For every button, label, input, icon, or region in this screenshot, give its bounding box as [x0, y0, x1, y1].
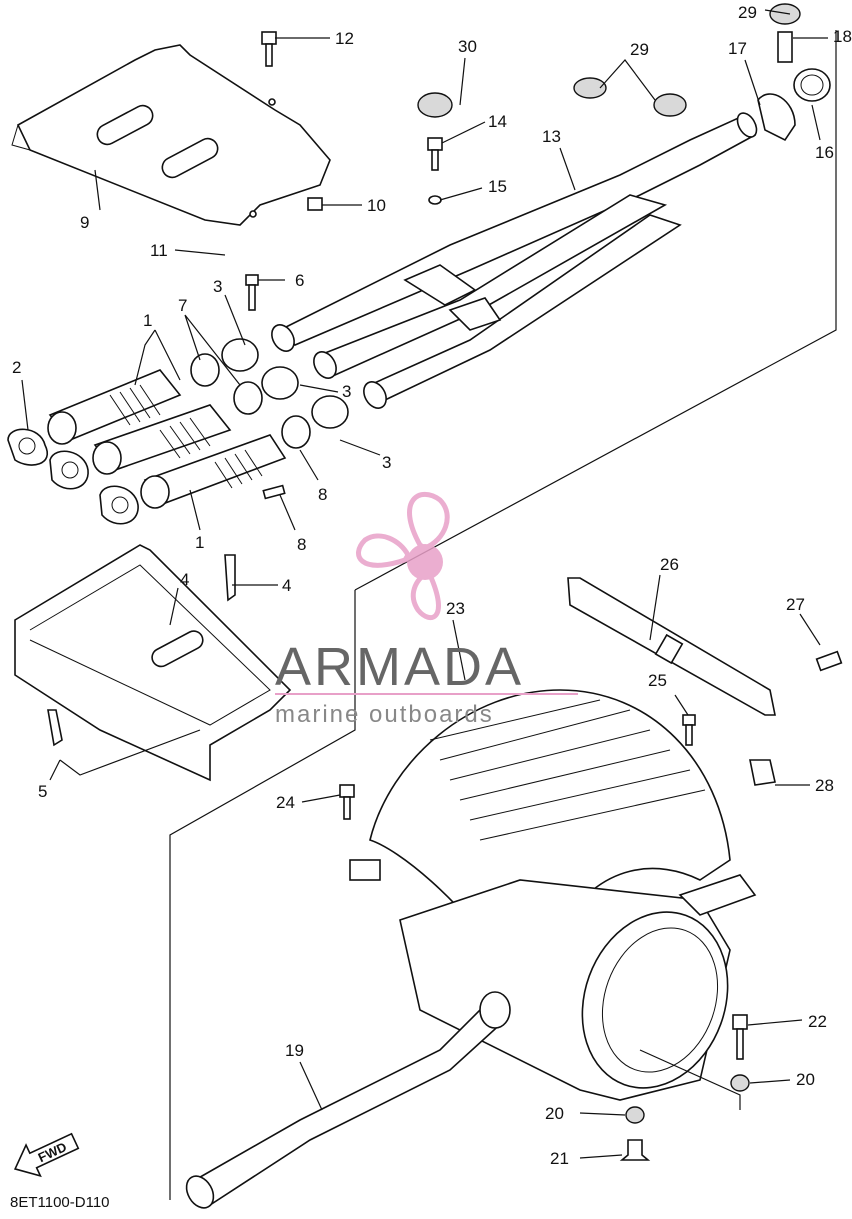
callout-27: 27 — [786, 595, 805, 614]
bolts — [245, 31, 843, 1060]
callout-30: 30 — [458, 37, 477, 56]
callout-15: 15 — [488, 177, 507, 196]
callout-11: 11 — [150, 241, 168, 260]
exhaust-pipe-assembly — [271, 112, 758, 409]
watermark: ARMADA marine outboards — [275, 491, 578, 728]
watermark-brand: ARMADA — [275, 637, 524, 697]
callout-20-b: 20 — [545, 1104, 564, 1123]
fwd-arrow: FWD — [13, 1132, 80, 1178]
callout-1-b: 1 — [195, 533, 204, 552]
diagram-code: 8ET1100-D110 — [10, 1194, 110, 1211]
callout-4-b: 8 — [318, 485, 327, 504]
callout-1-a: 1 — [143, 311, 152, 330]
callout-18: 18 — [833, 27, 852, 46]
muffler-body — [399, 874, 757, 1101]
callout-9: 9 — [80, 213, 89, 232]
callout-28: 28 — [815, 776, 834, 795]
callout-6: 8 — [297, 535, 306, 554]
callout-13: 13 — [542, 127, 561, 146]
callout-20-a: 20 — [796, 1070, 815, 1089]
rubber-caps — [417, 3, 801, 118]
callout-8-a: 4 — [282, 576, 291, 595]
callout-23: 23 — [446, 599, 465, 618]
heat-shield — [11, 44, 331, 226]
callout-19: 19 — [285, 1041, 304, 1060]
frame-lines — [169, 30, 837, 1200]
callout-24: 24 — [276, 793, 295, 812]
propeller-logo — [356, 491, 450, 621]
callout-5: 6 — [295, 271, 304, 290]
callout-29-b: 29 — [738, 3, 757, 22]
manifold-pipes — [47, 369, 287, 509]
callout-numbers: 12 10 11 6 9 14 15 30 13 29 29 18 17 16 … — [12, 3, 852, 1168]
callout-16: 16 — [815, 143, 834, 162]
callout-22: 22 — [808, 1012, 827, 1031]
lower-cover — [14, 544, 292, 782]
leader-lines — [21, 9, 828, 1159]
collars — [619, 1074, 750, 1161]
mount-clamp — [757, 31, 831, 142]
callout-12: 12 — [335, 29, 354, 48]
bracket — [567, 577, 776, 786]
callout-29-a: 29 — [630, 40, 649, 59]
watermark-tagline: marine outboards — [275, 701, 494, 728]
tail-pipe — [185, 991, 511, 1209]
callout-3-c: 3 — [382, 453, 391, 472]
callout-14: 14 — [488, 112, 507, 131]
callout-3-a: 3 — [213, 277, 222, 296]
callout-3-b: 3 — [342, 382, 351, 401]
callout-4-a: 7 — [178, 296, 187, 315]
callout-25: 25 — [648, 671, 667, 690]
manifold-gaskets — [7, 428, 139, 525]
callout-2: 2 — [12, 358, 21, 377]
callout-21: 21 — [550, 1149, 569, 1168]
callout-26: 26 — [660, 555, 679, 574]
callout-8-b: 5 — [38, 782, 47, 801]
seal-rings-and-clamps — [190, 338, 349, 449]
callout-17: 17 — [728, 39, 747, 58]
callout-10: 10 — [367, 196, 386, 215]
callout-7: 4 — [180, 570, 189, 589]
